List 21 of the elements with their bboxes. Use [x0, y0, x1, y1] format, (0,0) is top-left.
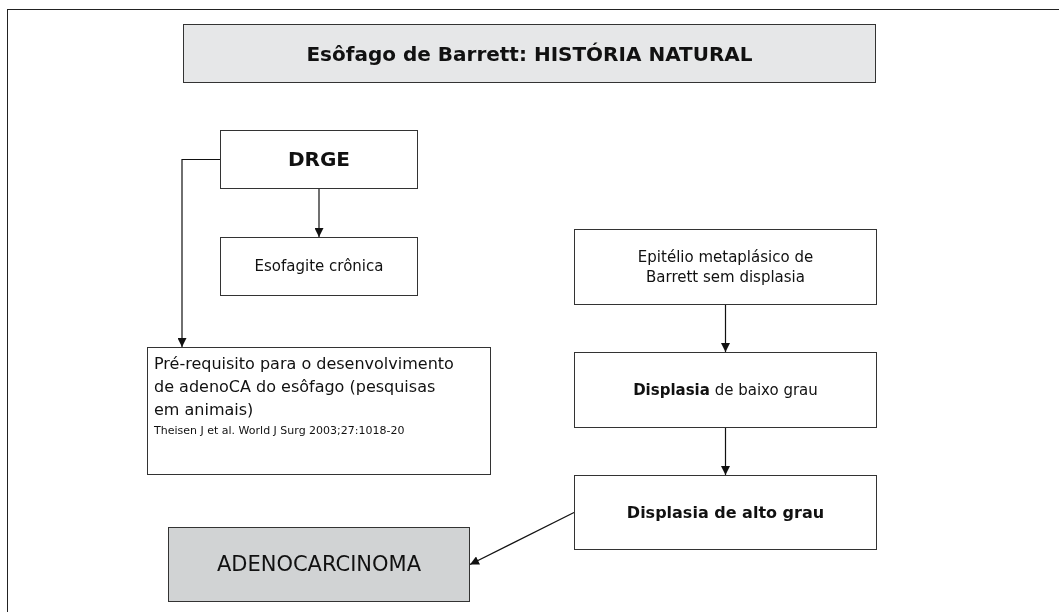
box-text: Esofagite crônica	[254, 256, 384, 277]
arrow	[721, 304, 730, 353]
process-box	[147, 347, 491, 475]
arrow	[177, 158, 221, 348]
process-box	[168, 527, 470, 602]
box-text: Displasia de baixo grau	[633, 379, 818, 401]
process-box	[574, 352, 877, 428]
process-box	[220, 237, 418, 296]
arrow	[721, 427, 730, 476]
citation-text: Theisen J et al. World J Surg 2003;27:1018-20	[154, 423, 405, 439]
title-banner: Esôfago de Barrett: HISTÓRIA NATURAL	[183, 24, 876, 83]
process-box	[574, 229, 877, 305]
process-box	[574, 475, 877, 550]
arrow	[314, 188, 324, 238]
box-text: Pré-requisito para o desenvolvimento de adenoCA do esôfago (pesquisas em animais)	[154, 353, 454, 422]
arrow	[469, 511, 575, 566]
box-text: DRGE	[287, 146, 351, 173]
box-text: ADENOCARCINOMA	[216, 551, 422, 579]
process-box	[220, 130, 418, 189]
box-text: Displasia de alto grau	[626, 501, 825, 524]
box-text: Epitélio metaplásico de Barrett sem displasia	[636, 246, 815, 288]
